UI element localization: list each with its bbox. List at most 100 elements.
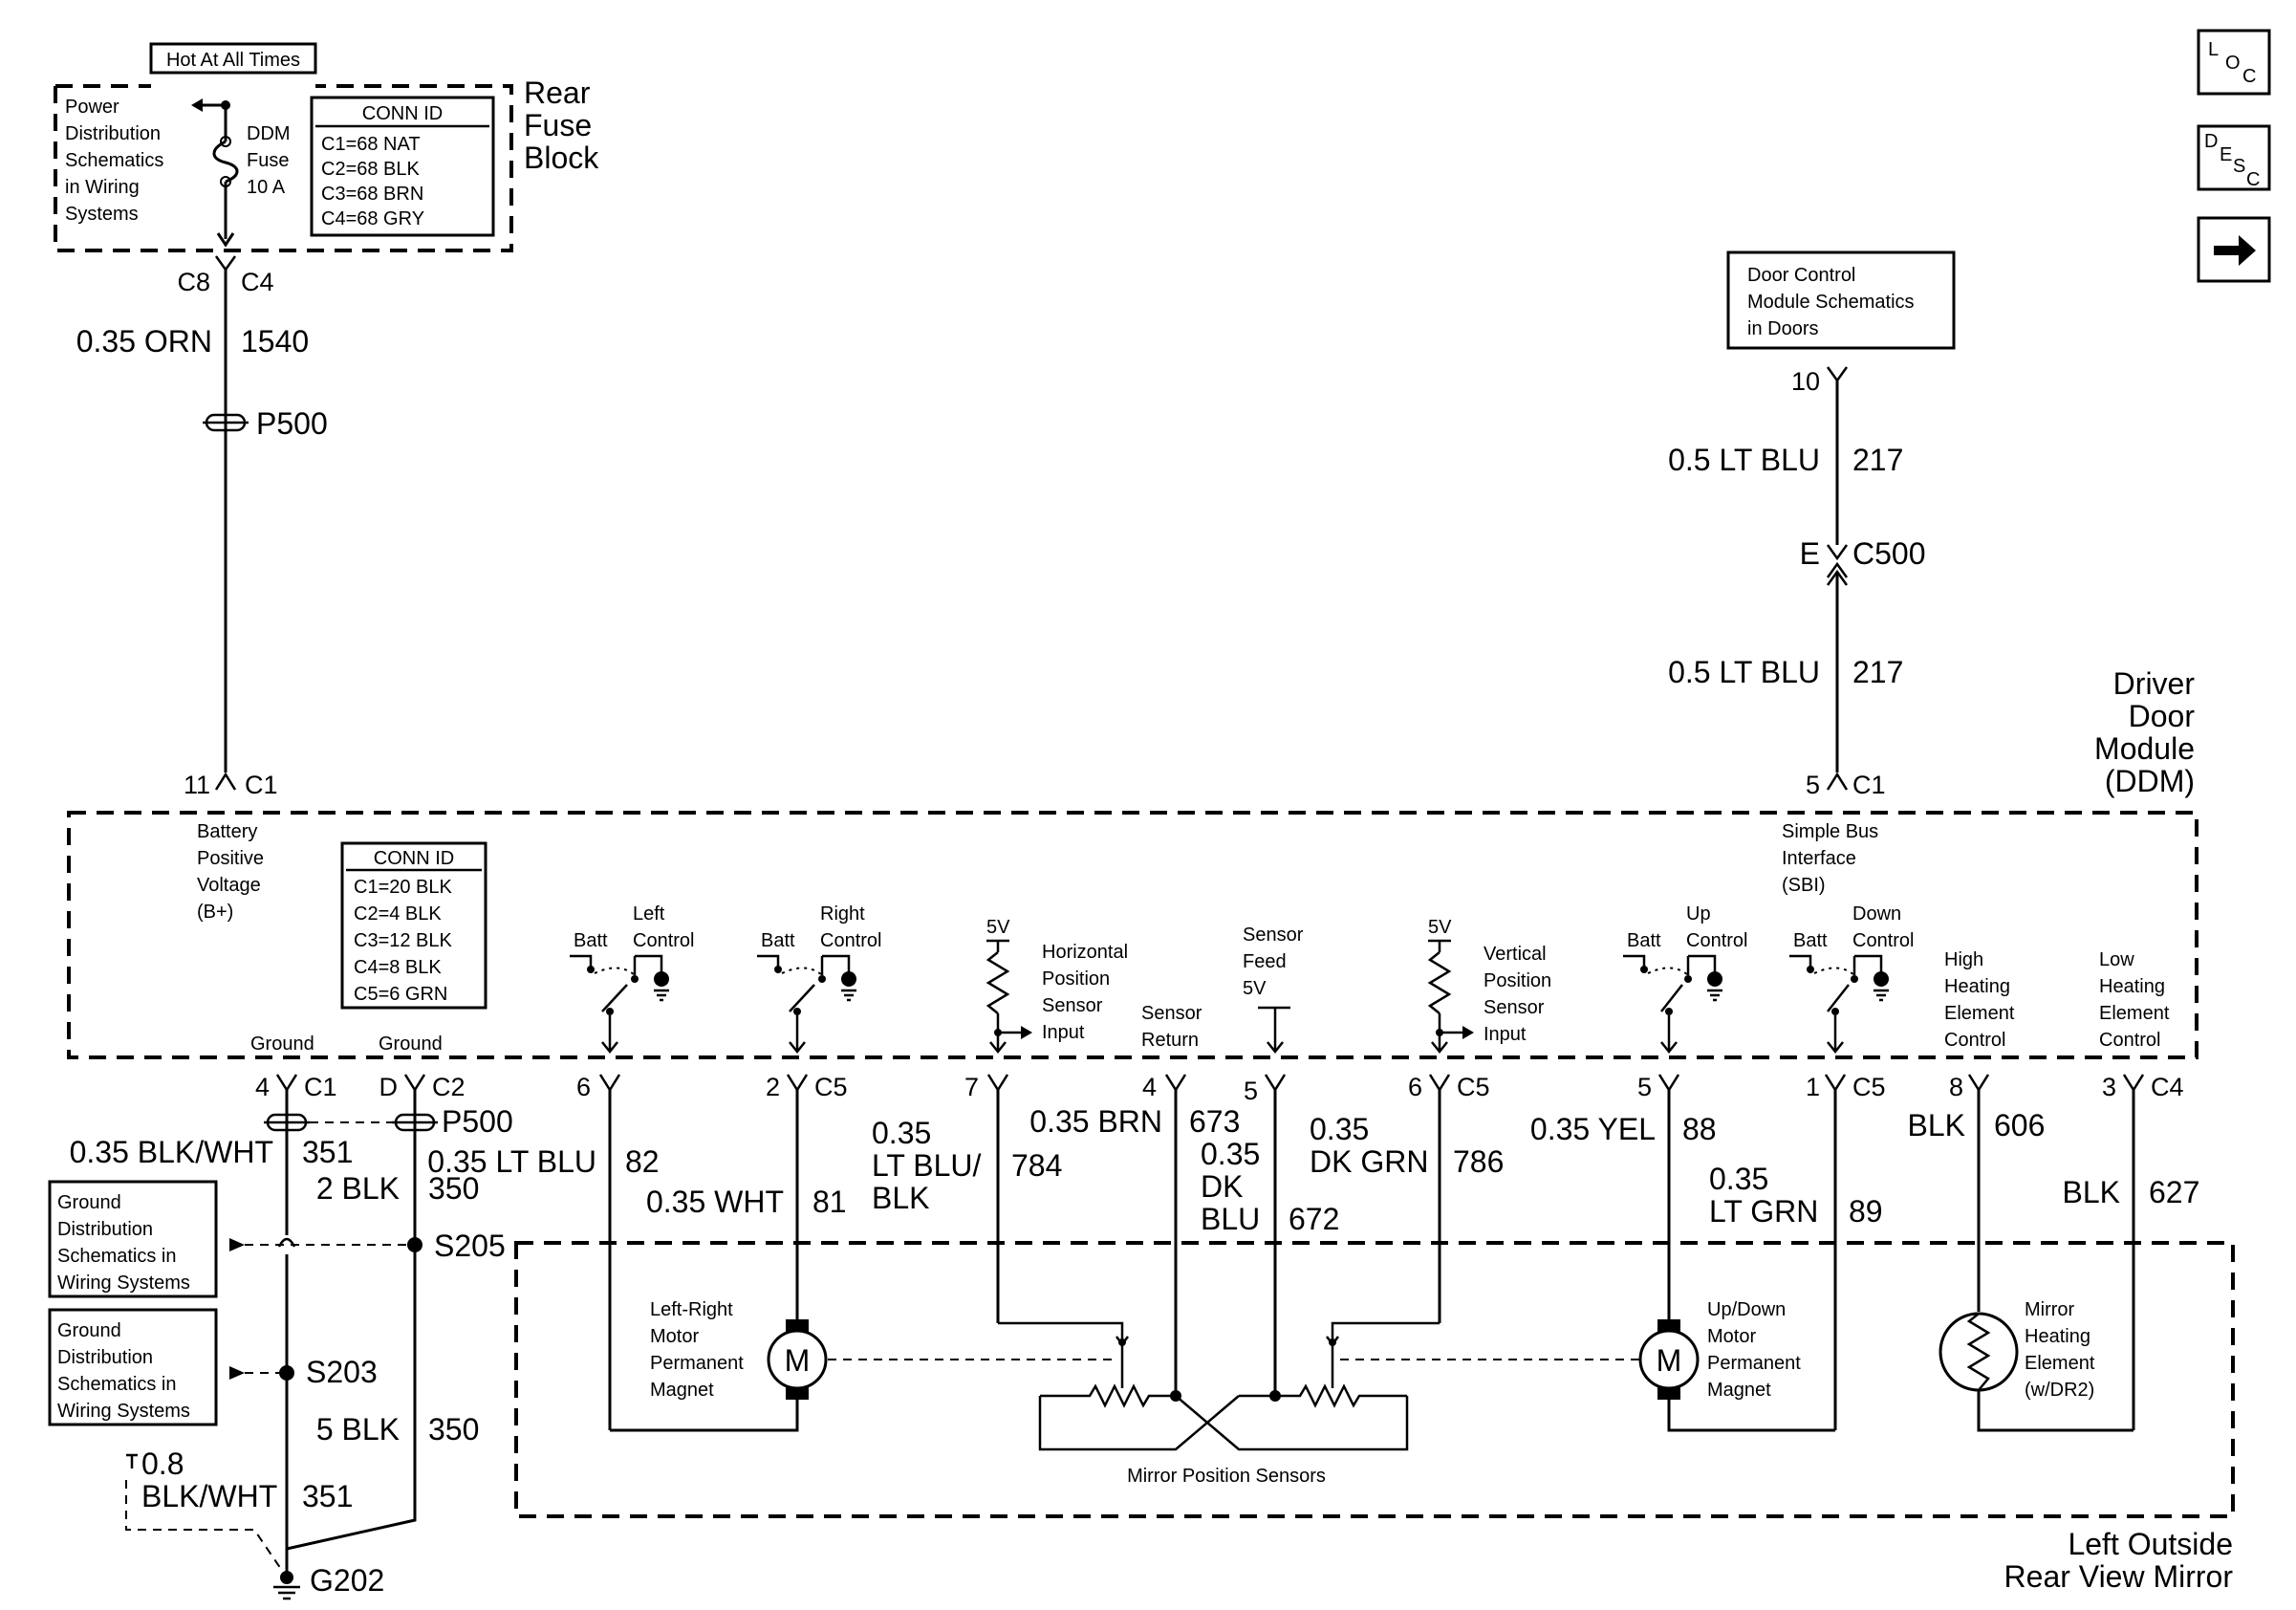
svg-text:350: 350 — [428, 1171, 479, 1206]
ground-dist-box-1 — [48, 1180, 218, 1298]
svg-text:Schematics: Schematics — [65, 150, 163, 171]
arrow-down-icon — [216, 232, 235, 248]
switch-icon — [1827, 984, 1850, 1012]
svg-text:BLK/WHT: BLK/WHT — [141, 1479, 277, 1513]
svg-text:5 BLK: 5 BLK — [316, 1412, 400, 1447]
svg-text:Element: Element — [1944, 1003, 2015, 1024]
svg-text:Heating: Heating — [2025, 1326, 2090, 1347]
heating-element-icon — [1939, 1312, 2019, 1392]
connector-icon — [214, 772, 237, 791]
svg-text:C1=68 NAT: C1=68 NAT — [321, 134, 421, 155]
mirror-position-sensors: Mirror Position Sensors — [998, 1321, 1640, 1487]
svg-text:673: 673 — [1189, 1104, 1240, 1139]
ground-icon — [1874, 989, 1889, 1002]
svg-text:LT BLU/: LT BLU/ — [872, 1148, 982, 1183]
svg-text:Input: Input — [1042, 1022, 1085, 1043]
svg-text:0.35: 0.35 — [1310, 1112, 1369, 1146]
svg-text:Element: Element — [2099, 1003, 2170, 1024]
svg-text:4: 4 — [1142, 1073, 1157, 1101]
svg-text:Door: Door — [2129, 699, 2196, 733]
svg-text:Magnet: Magnet — [650, 1380, 714, 1401]
svg-text:C4: C4 — [241, 268, 274, 296]
svg-text:7: 7 — [964, 1073, 979, 1101]
svg-text:Control: Control — [1944, 1030, 2005, 1051]
svg-text:3: 3 — [2102, 1073, 2116, 1101]
svg-text:in Doors: in Doors — [1747, 318, 1818, 339]
svg-text:627: 627 — [2149, 1175, 2199, 1209]
svg-text:C2: C2 — [432, 1073, 466, 1101]
fuse-block-border — [54, 84, 513, 252]
left-outside-mirror: Left Outside Rear View Mirror Left-Right… — [514, 1241, 2235, 1594]
svg-text:M: M — [785, 1343, 811, 1378]
low-heat-label: Low — [2099, 949, 2134, 970]
svg-text:CONN ID: CONN ID — [362, 103, 443, 124]
svg-text:8: 8 — [1949, 1073, 1963, 1101]
svg-text:672: 672 — [1289, 1202, 1339, 1236]
svg-text:P500: P500 — [442, 1104, 513, 1139]
svg-text:Left-Right: Left-Right — [650, 1299, 733, 1320]
switch-icon — [601, 984, 628, 1012]
connector-c500-icon — [1826, 544, 1849, 561]
svg-text:Right: Right — [820, 903, 865, 925]
svg-text:0.35 YEL: 0.35 YEL — [1530, 1112, 1656, 1146]
svg-text:0.35: 0.35 — [1201, 1137, 1260, 1171]
resistor-icon — [1427, 951, 1452, 1014]
svg-text:Control: Control — [1852, 930, 1914, 951]
svg-text:D: D — [2204, 131, 2218, 152]
next-button[interactable] — [2197, 216, 2271, 283]
svg-text:E: E — [1800, 536, 1820, 571]
motor-icon — [1638, 1329, 1700, 1390]
svg-text:Return: Return — [1141, 1030, 1199, 1051]
svg-text:Up/Down: Up/Down — [1707, 1299, 1786, 1320]
ground-icon — [841, 989, 856, 1002]
svg-text:Mirror: Mirror — [2025, 1299, 2075, 1320]
switch-icon — [789, 984, 815, 1012]
down-control-switch: Batt Down Control — [1789, 903, 1914, 1055]
loc-button[interactable]: L O C — [2197, 29, 2271, 96]
svg-text:C2=4 BLK: C2=4 BLK — [354, 903, 442, 925]
hot-label-box — [149, 42, 317, 75]
horizontal-sensor-input: 5V Horizontal Position Sensor Input — [986, 917, 1128, 1055]
svg-text:606: 606 — [1994, 1108, 2045, 1142]
splice-s203-icon — [279, 1365, 294, 1381]
svg-text:C5=6 GRN: C5=6 GRN — [354, 984, 447, 1005]
splice-s205-icon — [407, 1237, 422, 1252]
svg-text:Magnet: Magnet — [1707, 1380, 1771, 1401]
svg-text:Horizontal: Horizontal — [1042, 942, 1128, 963]
svg-text:Interface: Interface — [1782, 848, 1856, 869]
potentiometer-icon — [1040, 1383, 1176, 1408]
sensor-feed: Sensor Feed 5V — [1243, 925, 1304, 1055]
connector-icon — [1826, 772, 1849, 791]
ddm-conn-id-box — [340, 841, 487, 1010]
svg-text:C3=68 BRN: C3=68 BRN — [321, 184, 423, 205]
svg-text:Distribution: Distribution — [57, 1219, 153, 1240]
svg-text:Batt: Batt — [761, 930, 795, 951]
svg-text:C5: C5 — [1457, 1073, 1490, 1101]
svg-text:5: 5 — [1806, 771, 1820, 799]
svg-text:BLK: BLK — [1908, 1108, 1965, 1142]
svg-text:CONN ID: CONN ID — [374, 848, 454, 869]
switch-icon — [1660, 984, 1683, 1012]
arrow-right-icon — [1462, 1026, 1474, 1039]
ground-icon — [1707, 989, 1722, 1002]
fuse-conn-id-box — [310, 96, 495, 237]
svg-text:Position: Position — [1042, 968, 1110, 990]
driver-door-module: Driver Door Module (DDM) Battery Positiv… — [67, 666, 2199, 1059]
arrow-left-icon — [191, 98, 203, 112]
rear-fuse-block: Hot At All Times Rear Fuse Block Power D… — [54, 42, 599, 252]
svg-text:0.35: 0.35 — [1709, 1162, 1768, 1196]
svg-text:G202: G202 — [310, 1563, 384, 1598]
svg-text:0.35 ORN: 0.35 ORN — [76, 324, 212, 359]
svg-text:S203: S203 — [306, 1355, 378, 1389]
svg-text:217: 217 — [1852, 655, 1903, 689]
svg-text:2: 2 — [766, 1073, 780, 1101]
svg-text:Voltage: Voltage — [197, 875, 261, 896]
svg-text:1540: 1540 — [241, 324, 309, 359]
svg-text:4: 4 — [255, 1073, 270, 1101]
desc-button[interactable]: D E S C — [2197, 124, 2271, 191]
ground-label-1: Ground — [250, 1033, 314, 1055]
svg-text:5: 5 — [1244, 1077, 1258, 1105]
svg-text:2 BLK: 2 BLK — [316, 1171, 400, 1206]
svg-text:DK GRN: DK GRN — [1310, 1144, 1428, 1179]
left-right-motor: Left-Right Motor Permanent Magnet M — [610, 1299, 1116, 1432]
